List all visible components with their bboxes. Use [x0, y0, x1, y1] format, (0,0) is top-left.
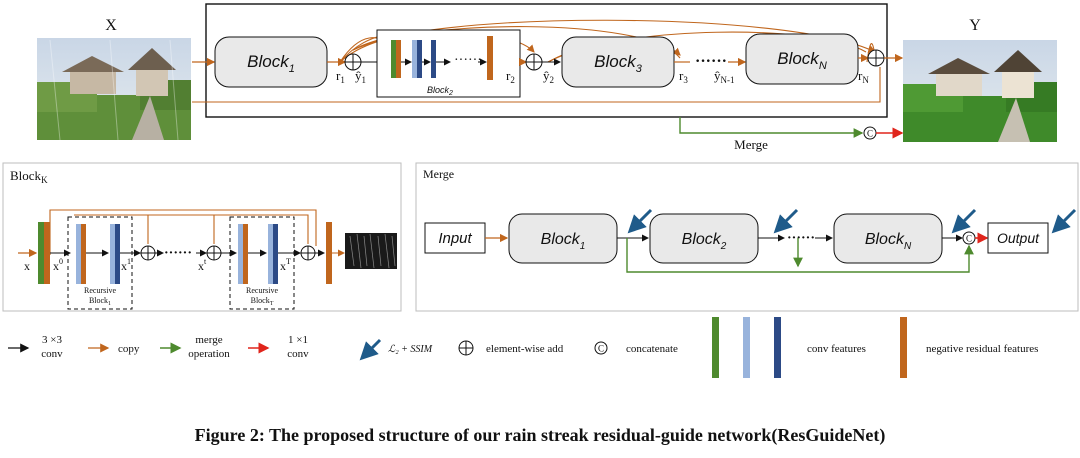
output-label: Y [969, 17, 981, 34]
svg-text:Block2: Block2 [427, 85, 453, 97]
svg-text:······: ······ [164, 246, 192, 261]
recursive-block-t: Recursive BlockT [229, 216, 295, 310]
svg-text:x0: x0 [53, 257, 63, 273]
svg-text:Block3: Block3 [594, 52, 643, 75]
input-label: X [105, 17, 117, 34]
block-1-label: Block [247, 52, 290, 71]
svg-text:C: C [966, 234, 972, 244]
block-2-label: Block [427, 85, 450, 95]
merge-block-n: BlockN [833, 213, 943, 264]
block-1-sub: 1 [289, 63, 295, 75]
output-image-y: Y [903, 17, 1057, 142]
svg-text:Block1: Block1 [247, 52, 295, 75]
svg-text:Recursive: Recursive [246, 286, 278, 295]
r3-label: r3 [679, 68, 688, 85]
figure-caption: Figure 2: The proposed structure of our … [194, 425, 886, 445]
svg-text:Block1: Block1 [89, 296, 111, 307]
blockk-add-1 [140, 245, 156, 261]
svg-text:negative residual features: negative residual features [926, 343, 1038, 355]
svg-text:Input: Input [438, 230, 472, 247]
svg-text:BlockN: BlockN [777, 49, 827, 72]
svg-text:C: C [867, 129, 873, 139]
block-1-top: Block1 [214, 36, 328, 88]
loss-arrows [627, 208, 1077, 234]
svg-text:x1: x1 [121, 257, 131, 273]
merge-panel [415, 162, 1079, 312]
merge-block-1: Block1 [508, 213, 618, 264]
svg-text:merge: merge [195, 334, 222, 346]
add-node-2 [525, 53, 543, 71]
merge-output-box: Output [987, 222, 1049, 254]
svg-text:1 ×1: 1 ×1 [288, 334, 308, 346]
svg-text:Block2: Block2 [682, 231, 727, 252]
block-2-inner: ······ Block2 [376, 29, 521, 98]
residual-map-image [345, 233, 397, 269]
blockk-title: BlockK [10, 168, 48, 185]
blockk-panel [2, 162, 402, 312]
concat-node-top: C [863, 126, 877, 140]
merge-block-2: Block2 [649, 213, 759, 264]
svg-text:conv: conv [287, 348, 309, 360]
svg-text:conv features: conv features [807, 343, 866, 355]
legend: 3 ×3 conv copy merge operation 1 ×1 conv… [8, 317, 1038, 378]
input-image-x: X [37, 17, 191, 141]
merge-input-box: Input [424, 222, 486, 254]
block-n-top: BlockN [745, 33, 859, 85]
svg-text:3 ×3: 3 ×3 [42, 334, 62, 346]
y1-label: ŷ1 [355, 68, 366, 85]
svg-text:BlockT: BlockT [251, 296, 274, 307]
add-node-n [867, 49, 885, 67]
merge-label-top: Merge [734, 137, 768, 152]
svg-text:element-wise add: element-wise add [486, 343, 564, 355]
blockk-add-t [206, 245, 222, 261]
svg-text:xt: xt [198, 257, 207, 273]
svg-text:x: x [24, 259, 30, 273]
merge-concat-node: C [962, 231, 976, 245]
svg-text:······: ······ [454, 53, 482, 68]
svg-text:ℒ₂ + SSIM: ℒ₂ + SSIM [388, 344, 433, 355]
r1-label: r1 [336, 68, 345, 85]
rN-label: rN [858, 68, 869, 85]
svg-text:xT: xT [280, 257, 291, 273]
svg-text:copy: copy [118, 343, 140, 355]
merge-green-paths [626, 238, 974, 273]
svg-text:Recursive: Recursive [84, 286, 116, 295]
recursive-block-1: Recursive Block1 [67, 216, 133, 310]
svg-text:Output: Output [997, 230, 1040, 246]
svg-text:······: ······ [787, 231, 815, 246]
merge-panel-title: Merge [423, 167, 454, 181]
block-3-top: Block3 [561, 36, 675, 88]
svg-text:concatenate: concatenate [626, 343, 678, 355]
svg-text:operation: operation [188, 348, 230, 360]
svg-text:BlockN: BlockN [865, 231, 912, 252]
main-network-frame [205, 3, 888, 118]
svg-text:······: ······ [695, 53, 727, 70]
r2-label: r2 [506, 68, 515, 85]
yN1-label: ŷN-1 [714, 68, 735, 85]
svg-text:Block1: Block1 [541, 231, 586, 252]
blockk-add-T [300, 245, 316, 261]
svg-text:conv: conv [41, 348, 63, 360]
y2-label: ŷ2 [543, 68, 554, 85]
svg-text:C: C [598, 344, 604, 354]
